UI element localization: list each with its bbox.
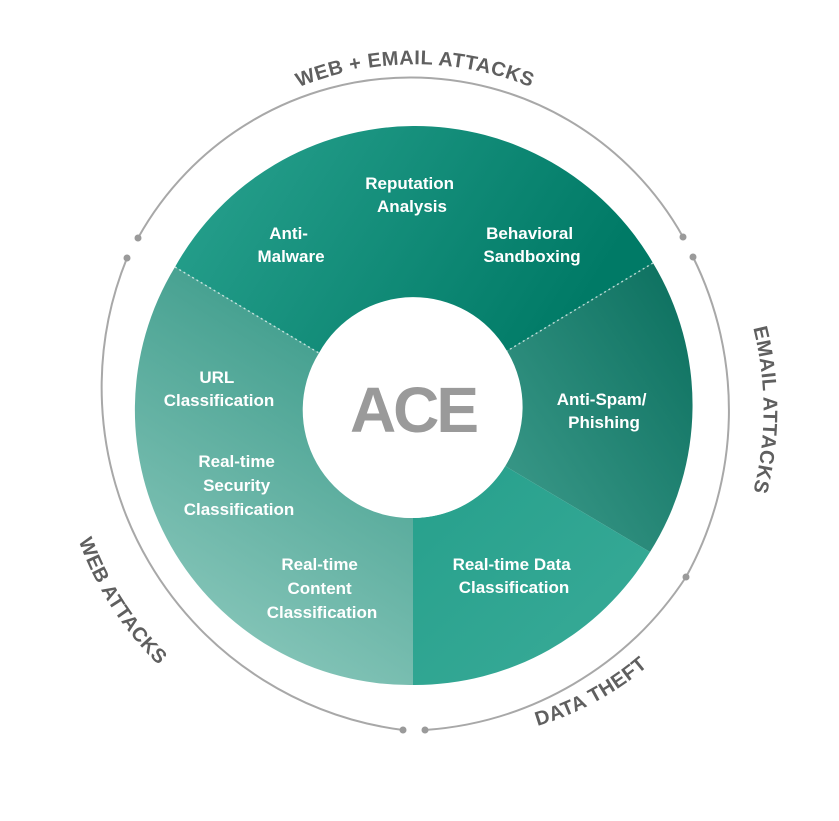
- outer-arc-bottom: [424, 576, 687, 731]
- segment-labels: Reputation Analysis Anti- Malware Behavi…: [164, 174, 651, 622]
- outer-label-web-email: WEB + EMAIL ATTACKS: [293, 47, 538, 92]
- center-label: ACE: [350, 374, 477, 446]
- outer-label-email: EMAIL ATTACKS: [748, 324, 780, 496]
- label-anti-malware: Anti- Malware: [257, 224, 324, 266]
- segment-top: [175, 126, 653, 353]
- label-behavioral-sandboxing: Behavioral Sandboxing: [483, 224, 580, 266]
- label-security-classification: Real-time Security Classification: [184, 452, 295, 519]
- label-reputation-analysis: Reputation Analysis: [365, 174, 459, 216]
- label-url-classification: URL Classification: [164, 368, 275, 410]
- ring-dot: [679, 233, 687, 241]
- dotted-dividers: [174, 262, 654, 354]
- segment-bottom-right: [413, 466, 650, 686]
- ring-dot: [421, 726, 429, 734]
- ring-dots: [123, 233, 697, 734]
- outer-label-data-theft: DATA THEFT: [532, 653, 651, 731]
- label-data-classification: Real-time Data Classification: [453, 555, 576, 597]
- segment-left: [134, 267, 413, 686]
- outer-arc-left: [100, 257, 404, 731]
- segment-right: [505, 263, 693, 552]
- label-anti-spam-phishing: Anti-Spam/ Phishing: [557, 390, 651, 432]
- ring-dot: [134, 234, 142, 242]
- divider-top-right: [506, 262, 654, 352]
- outer-ring: [100, 76, 730, 731]
- outer-arc-top: [137, 76, 684, 239]
- outer-label-web: WEB ATTACKS: [74, 534, 171, 669]
- ring-dot: [689, 253, 697, 261]
- ring-dot: [123, 254, 131, 262]
- ring-dot: [399, 726, 407, 734]
- center-circle: [305, 302, 521, 518]
- label-content-classification: Real-time Content Classification: [267, 555, 378, 622]
- outer-arc-right: [685, 256, 730, 578]
- ring-dot: [682, 573, 690, 581]
